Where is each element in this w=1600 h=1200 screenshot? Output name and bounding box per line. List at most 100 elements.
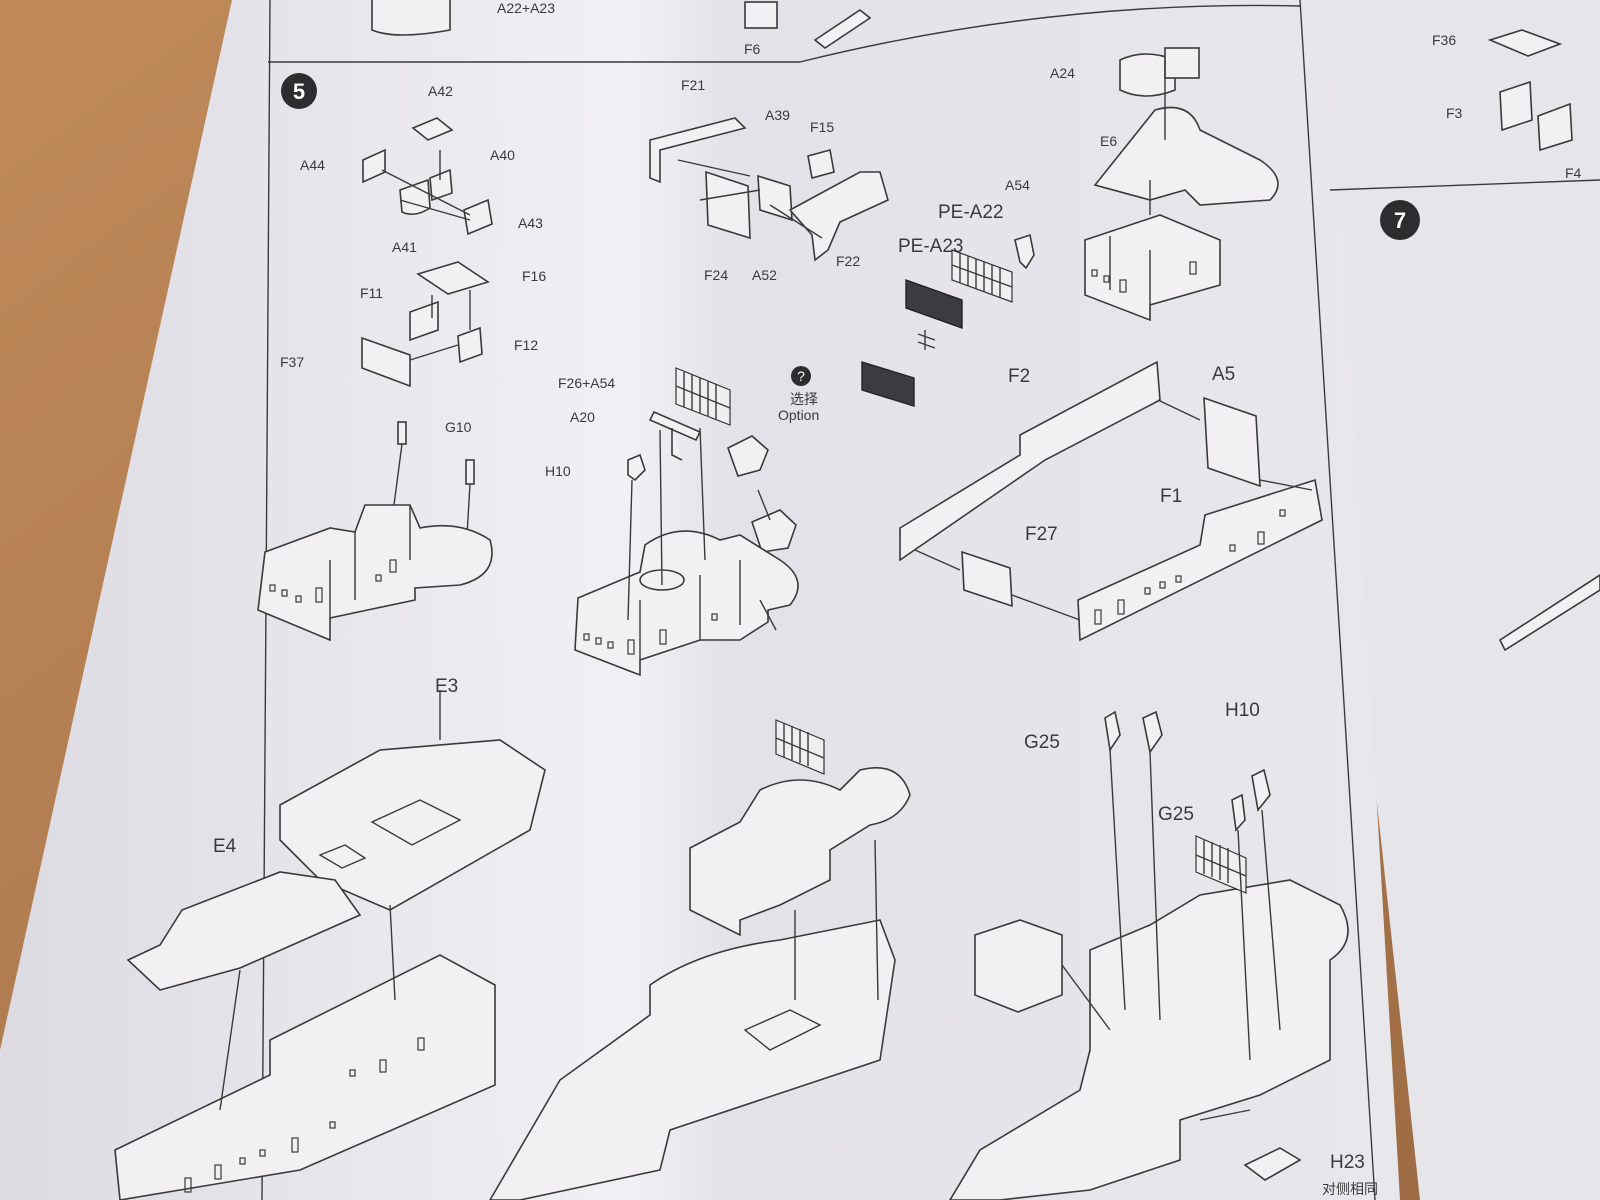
label-f2: F2 xyxy=(1008,366,1030,387)
part-a54 xyxy=(1014,233,1035,270)
part-g10-a xyxy=(397,421,407,445)
part-a5 xyxy=(1203,396,1261,488)
part-f21 xyxy=(649,117,747,184)
part-f2 xyxy=(899,360,1161,562)
radar-lower xyxy=(775,719,825,775)
part-a20 xyxy=(648,410,702,461)
label-a24: A24 xyxy=(1050,65,1075,81)
part-g10-b xyxy=(465,459,475,485)
label-h23: H23 xyxy=(1330,1152,1365,1173)
label-a22-a23: A22+A23 xyxy=(497,0,555,16)
label-h10-right: H10 xyxy=(1225,700,1260,721)
label-a40: A40 xyxy=(490,147,515,163)
part-h23 xyxy=(1243,1147,1302,1181)
label-g25-b: G25 xyxy=(1158,804,1194,825)
label-f16: F16 xyxy=(522,268,546,284)
part-f22-a52 xyxy=(788,171,889,262)
hull-left-windows xyxy=(184,1037,425,1193)
step-7-rod xyxy=(1498,574,1600,652)
label-f6-top: F6 xyxy=(744,41,761,57)
hull-left-leader xyxy=(219,690,441,1111)
part-a43 xyxy=(463,198,493,236)
part-a42 xyxy=(411,117,454,141)
label-f4: F4 xyxy=(1565,165,1582,181)
part-f27 xyxy=(961,550,1013,608)
label-g10: G10 xyxy=(445,419,472,435)
leader-lines-b xyxy=(677,159,823,239)
part-a40 xyxy=(429,168,453,202)
part-e3-detail xyxy=(318,799,462,869)
label-e4: E4 xyxy=(213,836,237,857)
label-h10-mid: H10 xyxy=(545,463,571,479)
option-plate xyxy=(861,361,915,407)
hull-lower-mid xyxy=(489,919,896,1200)
label-f15: F15 xyxy=(810,119,834,135)
bridge-house-right-detail xyxy=(1109,60,1166,305)
label-a54: A54 xyxy=(1005,177,1030,193)
part-h10-mid xyxy=(627,453,646,482)
label-a39: A39 xyxy=(765,107,790,123)
label-g25-a: G25 xyxy=(1024,732,1060,753)
frame-right xyxy=(1299,0,1376,1200)
bridge-mid-windows xyxy=(583,613,718,655)
label-a44: A44 xyxy=(300,157,325,173)
label-f37: F37 xyxy=(280,354,304,370)
bridge-base-left-windows xyxy=(269,559,397,603)
bridge-base-left xyxy=(257,504,493,642)
step-5-number: 5 xyxy=(293,79,305,104)
part-a24 xyxy=(1119,53,1176,97)
part-f11 xyxy=(409,300,439,342)
part-h10-right-b xyxy=(1251,768,1271,812)
part-e4-deck xyxy=(126,871,362,991)
part-pe-a23 xyxy=(905,279,963,329)
label-f1: F1 xyxy=(1160,486,1182,507)
part-f4 xyxy=(1537,102,1573,152)
label-a20: A20 xyxy=(570,409,595,425)
label-h23-note: 对侧相同 xyxy=(1322,1181,1378,1197)
bridge-house-right xyxy=(1084,214,1221,322)
part-e6 xyxy=(1093,106,1279,206)
label-pe-a23: PE-A23 xyxy=(898,236,963,257)
label-a52: A52 xyxy=(752,267,777,283)
bridge-assembly-mid xyxy=(574,530,799,677)
label-a43: A43 xyxy=(518,215,543,231)
label-f27: F27 xyxy=(1025,524,1058,545)
part-h10-right-a xyxy=(1142,710,1163,754)
part-f16 xyxy=(416,261,490,295)
part-f3 xyxy=(1499,80,1533,132)
step-7-number: 7 xyxy=(1394,208,1406,233)
gun-mount-a xyxy=(727,435,769,477)
part-g25-b xyxy=(1231,793,1246,832)
leader-lines-walls xyxy=(914,399,1313,621)
option-arrow-lines xyxy=(917,330,936,350)
frame-top xyxy=(268,4,1301,63)
part-f12 xyxy=(457,326,483,364)
part-f24 xyxy=(705,170,751,240)
part-g25-a xyxy=(1104,710,1121,753)
crate-part xyxy=(974,919,1063,1013)
label-a41: A41 xyxy=(392,239,417,255)
label-f36: F36 xyxy=(1432,32,1456,48)
label-option-en: Option xyxy=(778,407,819,423)
label-e6: E6 xyxy=(1100,133,1117,149)
frame-step7-top xyxy=(1329,179,1600,191)
leader-lines-f xyxy=(409,290,471,361)
part-f15 xyxy=(807,148,835,180)
label-f26-a54: F26+A54 xyxy=(558,375,615,391)
label-a5: A5 xyxy=(1212,364,1235,385)
part-f37 xyxy=(361,336,411,388)
part-f6 xyxy=(744,1,778,29)
part-a24-box xyxy=(1164,47,1200,79)
label-f24: F24 xyxy=(704,267,728,283)
prev-step-part xyxy=(371,0,451,36)
step-7-badge xyxy=(1380,200,1420,240)
label-e3: E3 xyxy=(435,676,458,697)
part-f26-a54-radar xyxy=(675,367,731,426)
leader-lines-a xyxy=(381,150,471,221)
bridge-mid-detail xyxy=(627,427,777,660)
label-f12: F12 xyxy=(514,337,538,353)
part-f36 xyxy=(1487,29,1563,57)
prev-step-hull xyxy=(813,9,872,49)
